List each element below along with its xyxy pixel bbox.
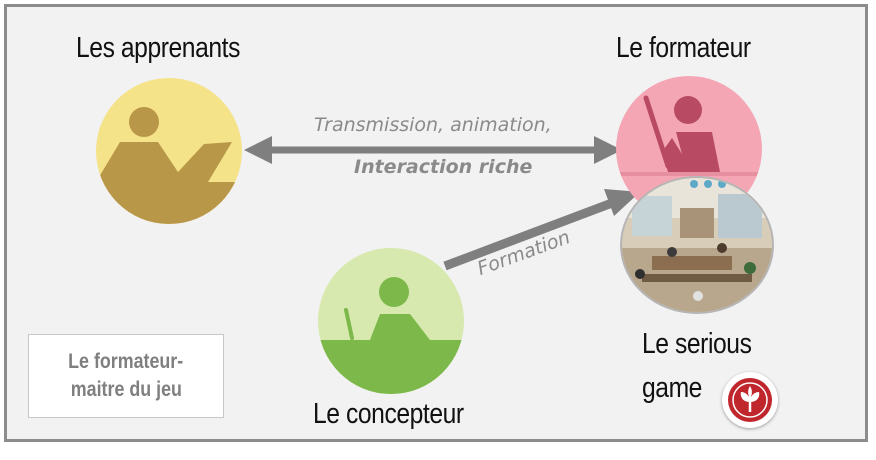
apprenants-title: Les apprenants xyxy=(76,32,240,65)
game-scene-image xyxy=(622,178,772,312)
designer-person-icon xyxy=(318,248,464,394)
edge-label-interaction: Interaction riche xyxy=(354,156,532,178)
serious-game-screenshot xyxy=(620,176,774,314)
legend-line1: Le formateur- xyxy=(68,348,183,376)
plant-logo-icon xyxy=(722,372,778,428)
serious-game-title-line1: Le serious xyxy=(642,328,751,361)
concepteur-circle xyxy=(318,248,464,394)
serious-game-title-line2: game xyxy=(642,372,702,405)
learner-person-icon xyxy=(96,78,242,224)
concepteur-title: Le concepteur xyxy=(313,398,464,431)
apprenants-circle xyxy=(96,78,242,224)
formateur-title: Le formateur xyxy=(616,32,751,65)
legend-box: Le formateur- maitre du jeu xyxy=(28,334,224,418)
edge-label-transmission: Transmission, animation, xyxy=(314,114,552,136)
legend-line2: maitre du jeu xyxy=(70,376,181,404)
